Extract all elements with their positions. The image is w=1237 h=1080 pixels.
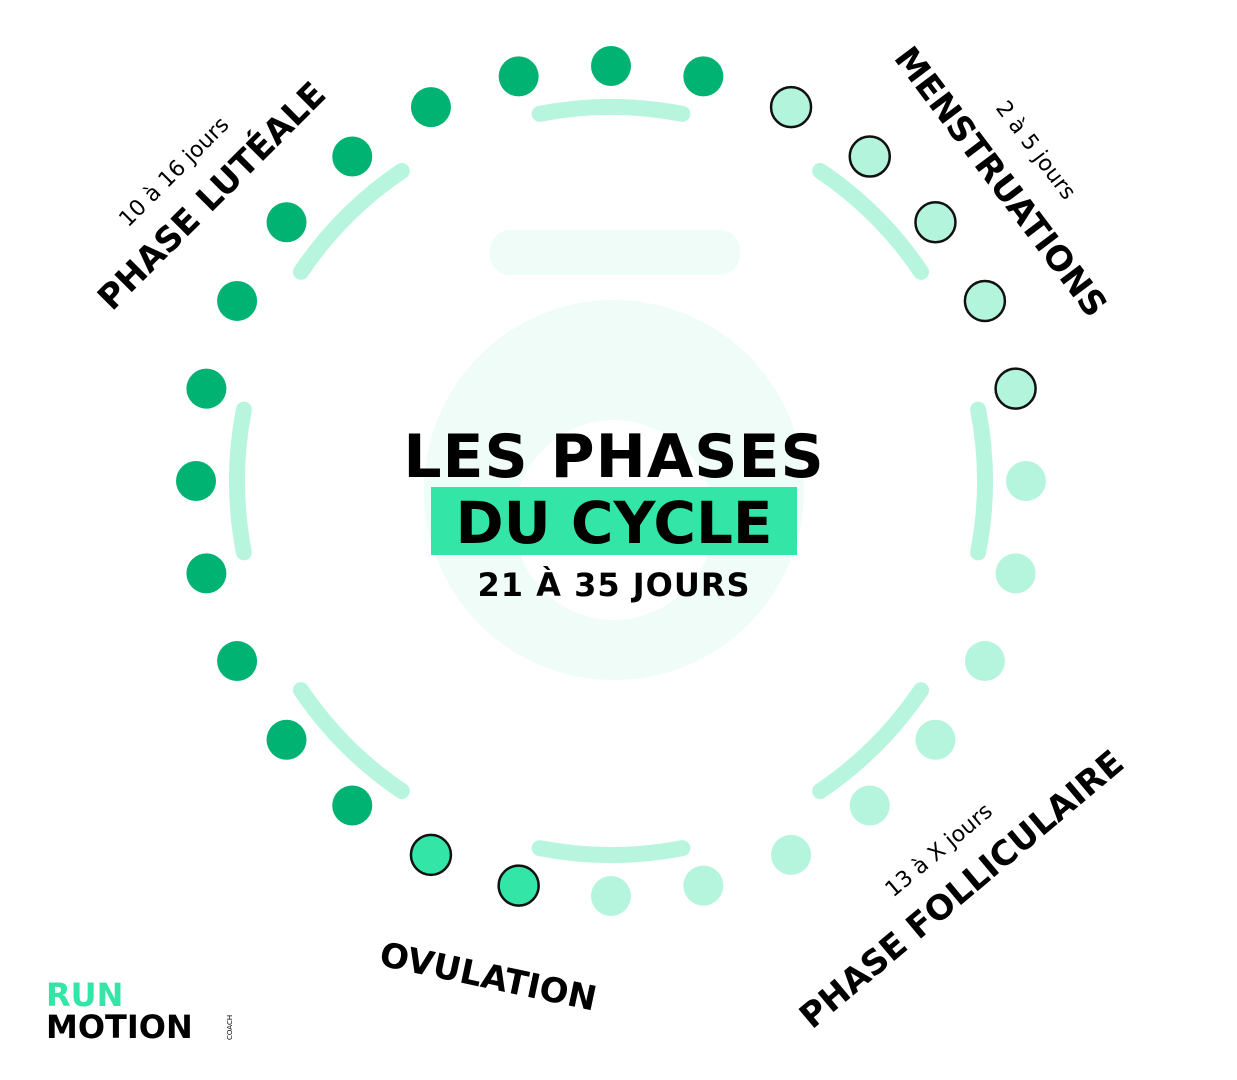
title-line2: DU CYCLE — [455, 489, 772, 557]
logo: RUN MOTION COACH — [46, 976, 234, 1046]
day-dot-menstruations — [848, 135, 891, 178]
day-dots — [176, 46, 1046, 916]
day-dot-luteale — [266, 719, 307, 760]
phase-name: PHASE LUTÉALE — [89, 74, 334, 319]
day-dot-folliculaire — [915, 719, 956, 760]
day-dot-menstruations — [769, 85, 813, 129]
day-dot-luteale — [410, 87, 451, 128]
phase-name: MENSTRUATIONS — [886, 39, 1115, 324]
day-dot-menstruations — [963, 279, 1007, 323]
day-dot-folliculaire — [995, 553, 1036, 594]
cycle-duration: 21 À 35 JOURS — [477, 566, 750, 604]
title-line1: LES PHASES — [403, 422, 824, 492]
logo-sub: COACH — [226, 1015, 234, 1040]
day-dot-folliculaire — [964, 641, 1005, 682]
label-luteale: PHASE LUTÉALE 10 à 16 jours — [89, 74, 334, 319]
title-block: LES PHASES DU CYCLE 21 À 35 JOURS — [403, 422, 824, 604]
day-dot-ovulation — [497, 864, 540, 907]
ring-segment — [292, 162, 410, 280]
day-dot-folliculaire — [1006, 461, 1046, 501]
label-folliculaire: PHASE FOLLICULAIRE 13 à X jours — [792, 743, 1132, 1037]
day-dot-menstruations — [994, 367, 1037, 410]
day-dot-luteale — [266, 202, 307, 243]
day-dot-luteale — [186, 368, 227, 409]
ring-segment — [531, 99, 691, 122]
day-dot-luteale — [186, 553, 227, 594]
day-dot-folliculaire — [591, 876, 631, 916]
ring-segments — [229, 99, 993, 863]
day-dot-folliculaire — [771, 834, 812, 875]
day-dot-ovulation — [409, 833, 453, 877]
logo-line1: RUN — [46, 976, 123, 1014]
day-dot-luteale — [332, 785, 373, 826]
day-dot-luteale — [591, 46, 631, 86]
day-dot-folliculaire — [849, 785, 890, 826]
phase-name: PHASE FOLLICULAIRE — [792, 743, 1132, 1037]
day-dot-luteale — [683, 56, 724, 97]
label-menstruations: MENSTRUATIONS 2 à 5 jours — [886, 39, 1115, 324]
day-dot-luteale — [498, 56, 539, 97]
logo-line2: MOTION — [46, 1008, 193, 1046]
day-dot-luteale — [217, 280, 258, 321]
ring-segment — [812, 162, 930, 280]
day-dot-folliculaire — [683, 865, 724, 906]
day-dot-menstruations — [914, 201, 957, 244]
ring-segment — [229, 401, 252, 561]
label-ovulation: OVULATION — [376, 935, 600, 1020]
title-highlight — [431, 487, 797, 555]
day-dot-luteale — [217, 641, 258, 682]
ring-segment — [531, 840, 691, 863]
day-dot-luteale — [176, 461, 216, 501]
day-dot-luteale — [332, 136, 373, 177]
ring-segment — [970, 401, 993, 561]
ring-segment — [292, 682, 410, 800]
ring-segment — [812, 682, 930, 800]
phase-name: OVULATION — [376, 935, 600, 1020]
